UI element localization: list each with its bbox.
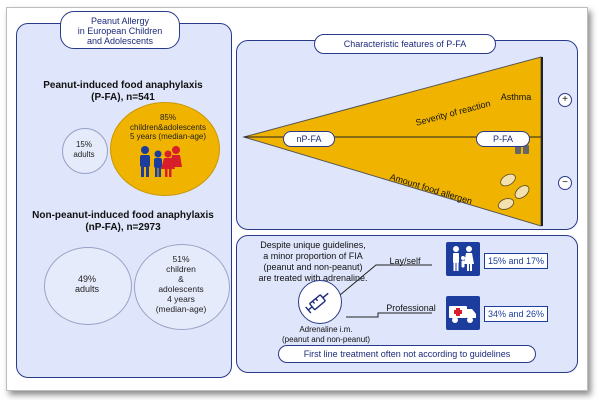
npfa-heading-line1: Non-peanut-induced food anaphylaxis — [32, 210, 214, 221]
syringe-icon — [305, 292, 329, 314]
plus-icon: + — [558, 93, 572, 107]
asthma-label: Asthma — [500, 92, 532, 102]
pfa-children-text: 85% children&adolescents 5 years (median… — [129, 113, 207, 141]
prof-connector — [346, 312, 432, 318]
npfa-children-circle — [134, 244, 230, 330]
treatment-text: Despite unique guidelines, a minor propo… — [258, 240, 368, 283]
ambulance-icon — [449, 306, 476, 323]
npfa-children-text: 51% children & adolescents 4 years (medi… — [155, 254, 207, 314]
features-title: Characteristic features of P-FA — [314, 34, 496, 54]
peanut-icon — [497, 173, 530, 210]
pfa-label: P-FA — [476, 131, 530, 147]
npfa-heading-line2: (nP-FA), n=2973 — [85, 222, 161, 233]
family-icon — [453, 246, 474, 271]
lay-value: 15% and 17% — [484, 253, 548, 269]
minus-icon: − — [558, 176, 572, 190]
pfa-heading-line2: (P-FA), n=541 — [91, 92, 155, 103]
npfa-adults-text: 49% adults — [74, 274, 100, 294]
pfa-heading: Peanut-induced food anaphylaxis (P-FA), … — [16, 80, 230, 104]
children-icon — [140, 146, 182, 177]
adrenaline-caption: Adrenaline i.m. (peanut and non-peanut) — [281, 325, 371, 344]
treatment-footer: First line treatment often not according… — [278, 345, 536, 363]
npfa-label: nP-FA — [283, 131, 335, 147]
pfa-adults-circle — [62, 128, 108, 174]
scale-bar — [541, 57, 543, 226]
pfa-children-circle — [110, 102, 220, 196]
prof-label: Professional — [386, 303, 436, 313]
treatment-lines — [327, 264, 432, 318]
lay-connector — [327, 264, 432, 306]
npfa-adults-circle — [44, 247, 132, 325]
pfa-adults-text: 15% adults — [73, 140, 95, 159]
lay-label: Lay/self — [389, 256, 421, 266]
syringe-circle — [298, 280, 342, 324]
npfa-heading: Non-peanut-induced food anaphylaxis (nP-… — [16, 210, 230, 234]
left-title: Peanut Allergy in European Children and … — [60, 11, 180, 49]
pfa-heading-line1: Peanut-induced food anaphylaxis — [43, 80, 203, 91]
prof-value: 34% and 26% — [484, 306, 548, 322]
